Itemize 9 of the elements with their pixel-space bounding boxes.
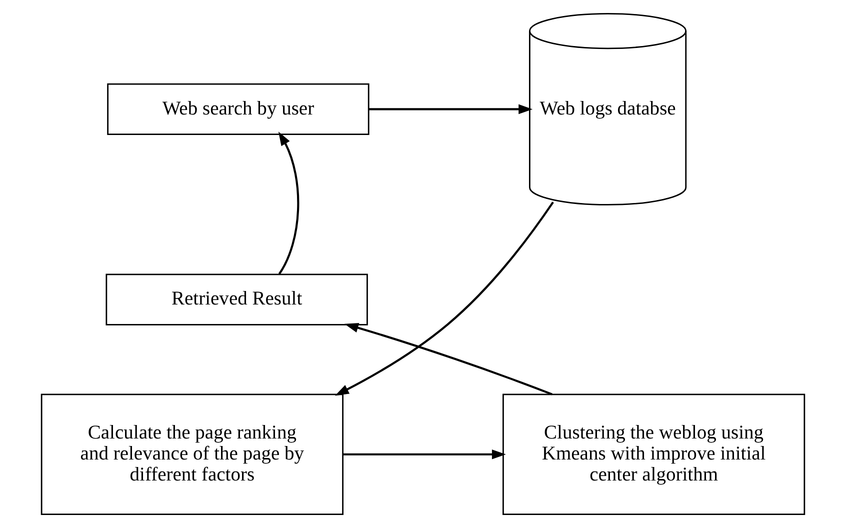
node-box: Clustering the weblog using Kmeans with improve initial center algorithm — [502, 394, 805, 516]
arrow — [368, 104, 532, 114]
arrow — [342, 449, 506, 460]
node-box: Calculate the page ranking and relevance of the page by different factors — [40, 394, 343, 516]
arrow — [278, 132, 299, 275]
arrow — [344, 323, 552, 396]
arrow — [334, 202, 554, 396]
node-box: Retrieved Result — [105, 274, 368, 326]
node-box: Web search by user — [106, 83, 369, 135]
